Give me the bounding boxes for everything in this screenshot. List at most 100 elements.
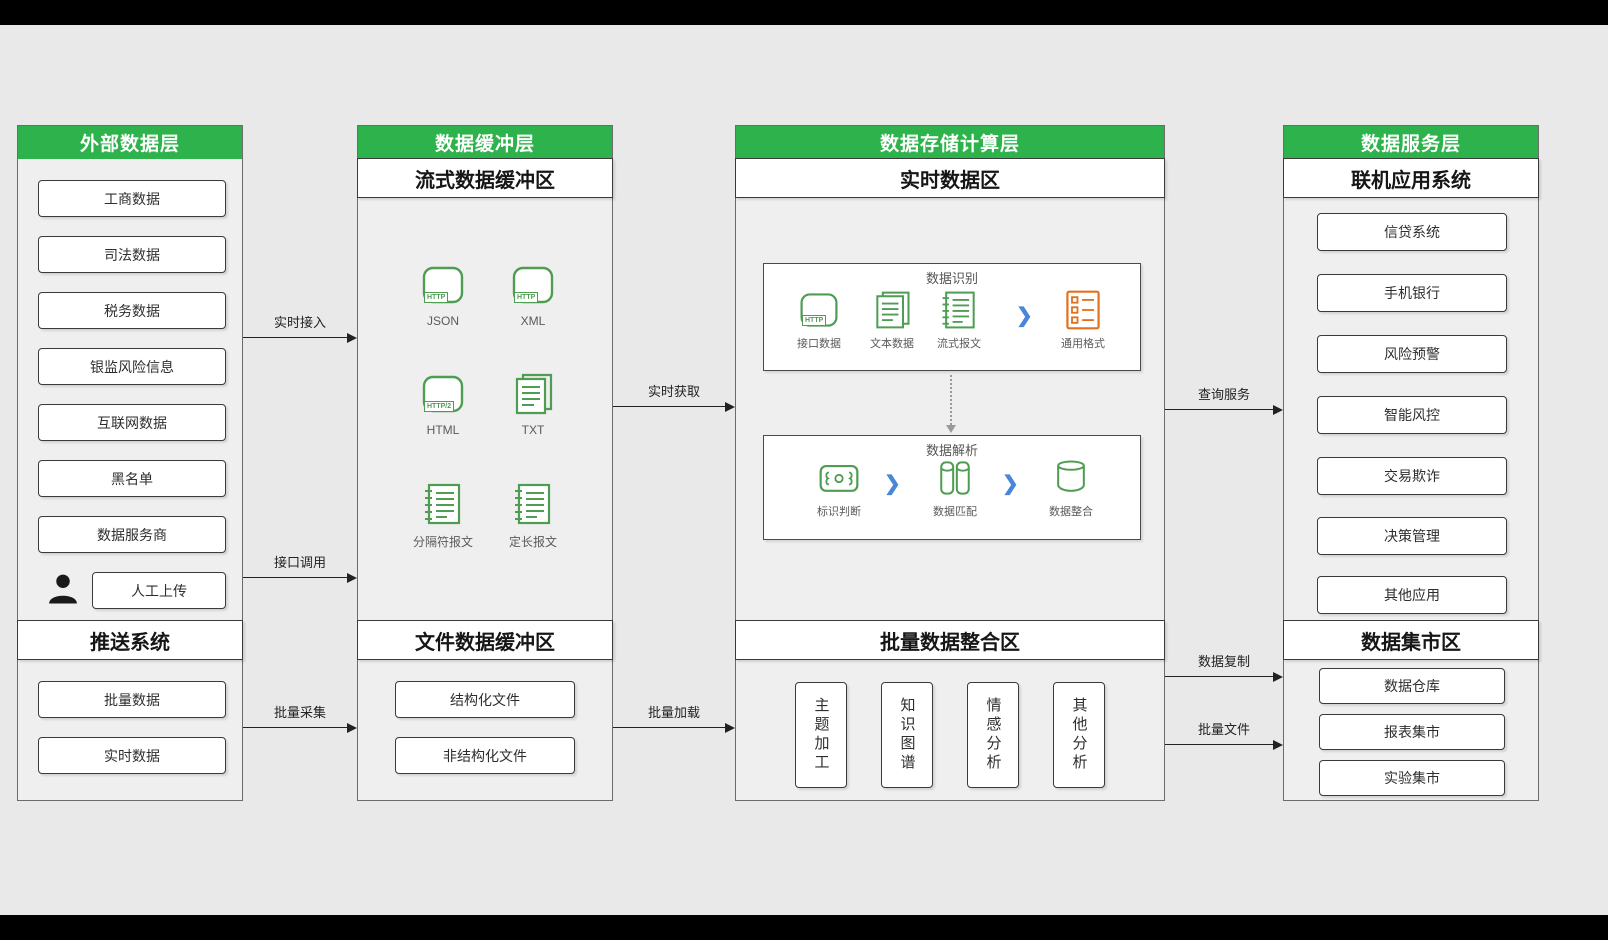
vertical-label: 知识图谱 — [898, 697, 916, 773]
group-title: 数据识别 — [925, 271, 978, 286]
arrow-label: 接口调用 — [273, 555, 326, 570]
data-mart-subtitle: 数据集市区 — [1283, 620, 1539, 660]
arrowhead-icon — [347, 573, 357, 583]
icon-caption: 分隔符报文 — [412, 535, 473, 549]
arrow-realtime-fetch: 实时获取 — [613, 381, 735, 412]
service-layer-header: 数据服务层 — [1284, 126, 1538, 159]
bin-icon — [1049, 456, 1093, 500]
data-matching-icon: 数据匹配 — [922, 456, 988, 519]
stream-message-icon: 流式报文 — [926, 288, 992, 351]
data-integration-icon: 数据整合 — [1038, 456, 1104, 519]
file-buffer-subtitle: 文件数据缓冲区 — [357, 620, 613, 660]
icon-caption: 文本数据 — [870, 338, 914, 350]
document-icon — [870, 288, 914, 332]
person-icon — [44, 571, 82, 609]
http-badge: HTTP — [424, 292, 449, 303]
arrow-label: 数据复制 — [1197, 654, 1250, 669]
data-recognition-group: 数据识别 HTTP 接口数据 文本数据 流式报文 ❯ 通用格式 — [763, 263, 1141, 371]
arrowhead-icon — [347, 723, 357, 733]
realtime-area-subtitle: 实时数据区 — [735, 158, 1165, 198]
push-system-subtitle: 推送系统 — [17, 620, 243, 660]
icon-caption: TXT — [521, 423, 545, 437]
arrow-data-copy: 数据复制 — [1165, 651, 1283, 682]
bottom-black-bar — [0, 915, 1608, 940]
icon-caption: JSON — [426, 314, 459, 328]
arrowhead-icon — [1273, 740, 1283, 750]
twin-columns-icon — [933, 456, 977, 500]
icon-caption: HTML — [426, 423, 460, 437]
document-icon — [509, 370, 557, 418]
arrowhead-icon — [1273, 672, 1283, 682]
stream-buffer-subtitle: 流式数据缓冲区 — [357, 158, 613, 198]
node-internet-data: 互联网数据 — [38, 404, 226, 441]
arrow-line — [613, 406, 727, 407]
icon-caption: 通用格式 — [1061, 338, 1105, 350]
json-format-icon: HTTP JSON — [403, 261, 483, 328]
node-realtime-data: 实时数据 — [38, 737, 226, 774]
identifier-judgment-icon: 标识判断 — [806, 456, 872, 519]
notebook-icon — [419, 480, 467, 528]
arrow-query-service: 查询服务 — [1165, 384, 1283, 415]
batch-integration-subtitle: 批量数据整合区 — [735, 620, 1165, 660]
chevron-right-icon: ❯ — [884, 473, 901, 495]
node-blacklist: 黑名单 — [38, 460, 226, 497]
icon-caption: XML — [520, 314, 546, 328]
icon-caption: 数据匹配 — [933, 506, 977, 518]
arrow-label: 批量采集 — [273, 705, 326, 720]
arrowhead-icon — [725, 723, 735, 733]
node-mobile-banking: 手机银行 — [1317, 274, 1507, 312]
node-knowledge-graph: 知识图谱 — [881, 682, 933, 788]
arrow-label: 实时获取 — [647, 384, 700, 399]
node-unstructured-file: 非结构化文件 — [395, 737, 575, 774]
node-manual-upload: 人工上传 — [92, 572, 226, 609]
node-theme-processing: 主题加工 — [795, 682, 847, 788]
delimiter-message-icon: 分隔符报文 — [403, 480, 483, 550]
node-tax-data: 税务数据 — [38, 292, 226, 329]
fixed-length-message-icon: 定长报文 — [493, 480, 573, 550]
icon-caption: 接口数据 — [797, 338, 841, 350]
recognition-to-parsing-connector — [950, 375, 952, 425]
http2-badge: HTTP/2 — [424, 401, 455, 412]
node-decision-management: 决策管理 — [1317, 517, 1507, 555]
chevron-right-icon: ❯ — [1002, 473, 1019, 495]
txt-format-icon: TXT — [493, 370, 573, 437]
node-banking-risk-info: 银监风险信息 — [38, 348, 226, 385]
group-title: 数据解析 — [925, 443, 978, 458]
notebook-icon — [937, 288, 981, 332]
arrow-line — [243, 337, 349, 338]
common-format-icon: 通用格式 — [1050, 288, 1116, 351]
text-data-icon: 文本数据 — [859, 288, 925, 351]
checklist-icon — [1061, 288, 1105, 332]
arrow-line — [1165, 676, 1275, 677]
vertical-label: 主题加工 — [812, 697, 830, 773]
arrow-batch-load: 批量加载 — [613, 702, 735, 733]
node-other-analysis: 其他分析 — [1053, 682, 1105, 788]
arrow-label: 实时接入 — [273, 315, 326, 330]
interface-data-icon: HTTP 接口数据 — [786, 288, 852, 351]
http-badge: HTTP — [802, 315, 827, 326]
arrow-batch-file: 批量文件 — [1165, 719, 1283, 750]
arrow-realtime-access: 实时接入 — [243, 312, 357, 343]
arrow-label: 批量加载 — [647, 705, 700, 720]
node-data-service-provider: 数据服务商 — [38, 516, 226, 553]
vertical-label: 其他分析 — [1070, 697, 1088, 773]
arrowhead-icon — [1273, 405, 1283, 415]
tag-box-icon — [817, 456, 861, 500]
external-layer-header: 外部数据层 — [18, 126, 242, 159]
arrow-line — [613, 727, 727, 728]
arrow-label: 查询服务 — [1197, 387, 1250, 402]
arrowhead-icon — [347, 333, 357, 343]
http-badge: HTTP — [514, 292, 539, 303]
icon-caption: 数据整合 — [1049, 506, 1093, 518]
icon-caption: 流式报文 — [937, 338, 981, 350]
node-data-warehouse: 数据仓库 — [1319, 668, 1505, 704]
node-judicial-data: 司法数据 — [38, 236, 226, 273]
arrow-api-call: 接口调用 — [243, 552, 357, 583]
storage-layer-header: 数据存储计算层 — [736, 126, 1164, 159]
notebook-icon — [509, 480, 557, 528]
arrow-line — [243, 577, 349, 578]
chevron-right-icon: ❯ — [1016, 305, 1033, 327]
node-transaction-fraud: 交易欺诈 — [1317, 457, 1507, 495]
buffer-layer-header: 数据缓冲层 — [358, 126, 612, 159]
node-risk-warning: 风险预警 — [1317, 335, 1507, 373]
